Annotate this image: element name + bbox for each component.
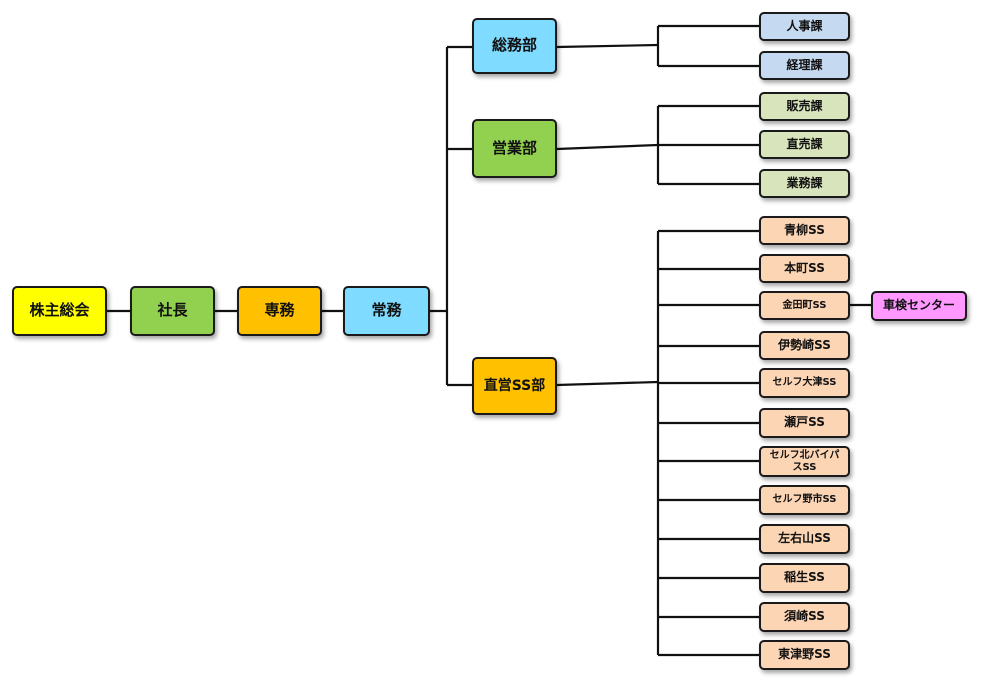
general-affairs-dept-box: 総務部 [472,18,557,74]
sales-section-box: 業務課 [759,169,850,198]
station-label: セルフ北バイパスSS [769,450,840,473]
sales-section-label: 販売課 [786,98,823,113]
station-label: セルフ大津SS [772,377,837,389]
president-label: 社長 [157,301,188,320]
station-label: 青柳SS [784,222,825,237]
station-label: 金田町SS [782,299,827,311]
senior-director-box: 専務 [237,286,322,336]
station-label: セルフ野市SS [772,494,837,506]
station-box: 瀬戸SS [759,408,850,438]
sales-section-label: 業務課 [786,175,823,190]
station-label: 稲生SS [784,570,825,585]
station-label: 瀬戸SS [784,415,825,430]
station-box: 本町SS [759,254,850,283]
station-label: 左右山SS [778,531,831,546]
station-box: 稲生SS [759,563,850,593]
shareholders-meeting-label: 株主総会 [29,301,90,320]
station-label: 東津野SS [778,647,831,662]
ga-section-box: 経理課 [759,51,850,80]
sales-section-label: 直売課 [786,136,823,151]
managing-director-box: 常務 [343,286,430,336]
president-box: 社長 [130,286,215,336]
station-box: 伊勢崎SS [759,331,850,360]
station-box: 金田町SS [759,291,850,320]
direct-ss-dept-box: 直営SS部 [472,357,557,415]
sales-section-box: 直売課 [759,130,850,159]
direct-ss-dept-label: 直営SS部 [483,377,546,394]
ga-section-label: 人事課 [786,18,823,33]
station-box: セルフ北バイパスSS [759,446,850,477]
station-label: 本町SS [784,260,825,275]
inspection-center-label: 車検センター [882,298,955,313]
sales-section-box: 販売課 [759,92,850,121]
managing-director-label: 常務 [371,301,402,320]
shareholders-meeting-box: 株主総会 [12,286,107,336]
station-label: 伊勢崎SS [778,337,831,352]
general-affairs-dept-label: 総務部 [491,36,537,55]
station-box: 東津野SS [759,640,850,670]
station-box: セルフ大津SS [759,368,850,398]
sales-dept-label: 営業部 [491,138,537,157]
station-label: 須崎SS [784,609,825,624]
ga-section-label: 経理課 [786,57,823,72]
station-box: セルフ野市SS [759,485,850,515]
station-box: 須崎SS [759,602,850,632]
ga-section-box: 人事課 [759,12,850,41]
senior-director-label: 専務 [264,301,295,320]
inspection-center-box: 車検センター [871,291,967,321]
sales-dept-box: 営業部 [472,119,557,178]
station-box: 左右山SS [759,524,850,554]
station-box: 青柳SS [759,216,850,245]
